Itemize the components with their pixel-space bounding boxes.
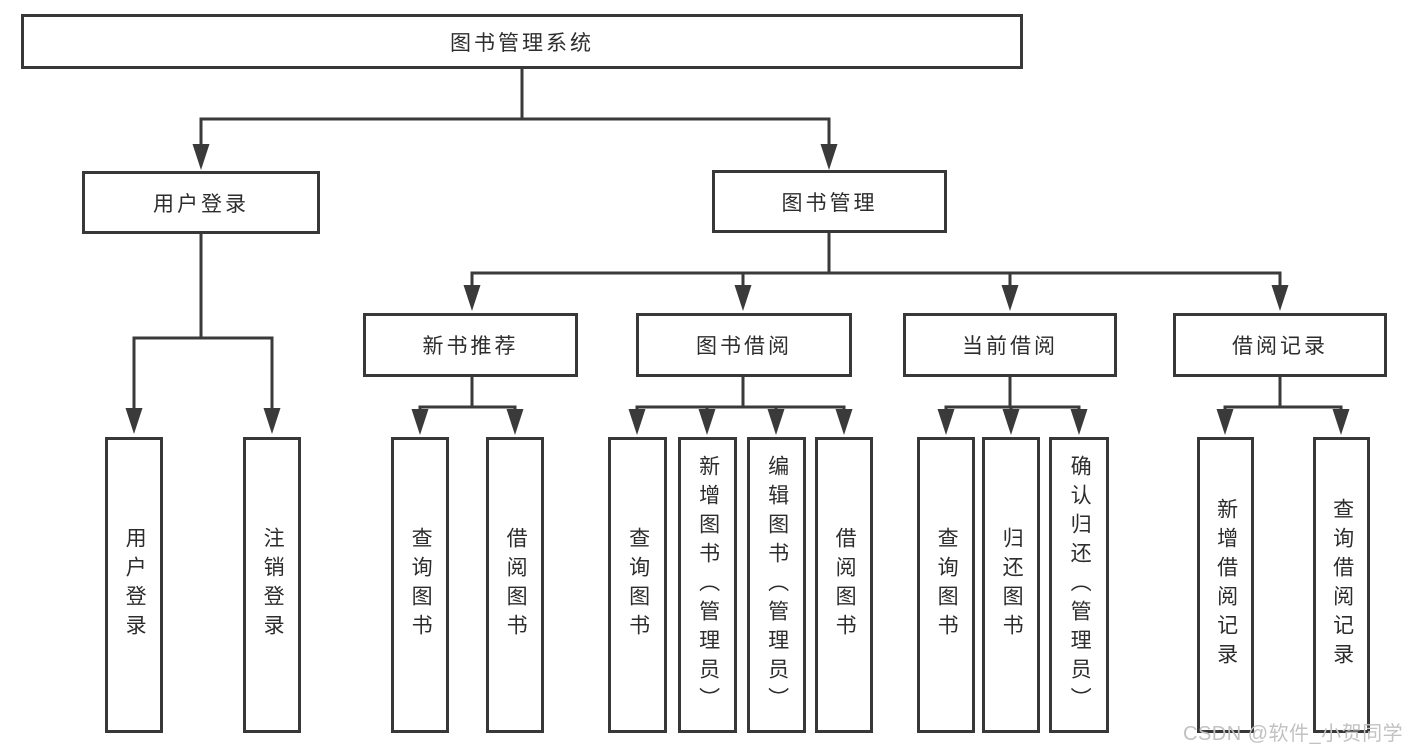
leaf-confirm-return-admin: 确认归还（管理员）: [1049, 437, 1109, 733]
leaf-query-borrow-record: 查询借阅记录: [1313, 437, 1370, 733]
leaf-add-books-admin: 新增图书（管理员）: [678, 437, 737, 733]
node-label: 借阅图书: [833, 527, 857, 643]
node-label: 用户登录: [123, 527, 147, 643]
node-label: 归还图书: [1000, 527, 1024, 643]
node-library-system: 图书管理系统: [21, 14, 1023, 69]
arrowheads: [125, 144, 1350, 435]
leaf-logout: 注销登录: [243, 437, 301, 733]
node-book-borrowing: 图书借阅: [636, 313, 852, 377]
node-label: 图书借阅: [696, 335, 792, 358]
node-label: 新书推荐: [422, 335, 519, 358]
leaf-edit-books-admin: 编辑图书（管理员）: [747, 437, 806, 733]
node-label: 编辑图书（管理员）: [765, 454, 789, 716]
node-label: 查询图书: [409, 527, 433, 643]
node-label: 用户登录: [153, 192, 249, 216]
node-user-login-module: 用户登录: [82, 171, 320, 234]
leaf-add-borrow-record: 新增借阅记录: [1197, 437, 1254, 733]
node-label: 新增借阅记录: [1214, 498, 1238, 672]
node-label: 新增图书（管理员）: [696, 454, 720, 716]
node-label: 图书管理系统: [450, 31, 594, 55]
leaf-query-books-1: 查询图书: [391, 437, 449, 733]
node-label: 当前借阅: [962, 335, 1058, 358]
node-label: 查询借阅记录: [1330, 498, 1354, 672]
node-label: 借阅图书: [504, 527, 528, 643]
node-label: 借阅记录: [1232, 335, 1328, 358]
node-current-borrowing: 当前借阅: [903, 313, 1117, 377]
leaf-return-books: 归还图书: [982, 437, 1040, 733]
node-borrowing-records: 借阅记录: [1173, 313, 1387, 377]
leaf-query-books-3: 查询图书: [917, 437, 975, 733]
node-new-book-recommend: 新书推荐: [363, 313, 578, 377]
csdn-watermark: CSDN @软件_小贺同学: [1183, 723, 1404, 745]
node-label: 确认归还（管理员）: [1068, 454, 1092, 716]
node-label: 查询图书: [626, 527, 650, 643]
node-label: 图书管理: [781, 191, 878, 215]
leaf-user-login: 用户登录: [105, 437, 163, 733]
node-label: 查询图书: [935, 527, 959, 643]
leaf-borrow-books-1: 借阅图书: [486, 437, 544, 733]
leaf-borrow-books-2: 借阅图书: [815, 437, 873, 733]
leaf-query-books-2: 查询图书: [608, 437, 667, 733]
node-label: 注销登录: [261, 527, 285, 643]
node-book-management-module: 图书管理: [712, 170, 947, 233]
